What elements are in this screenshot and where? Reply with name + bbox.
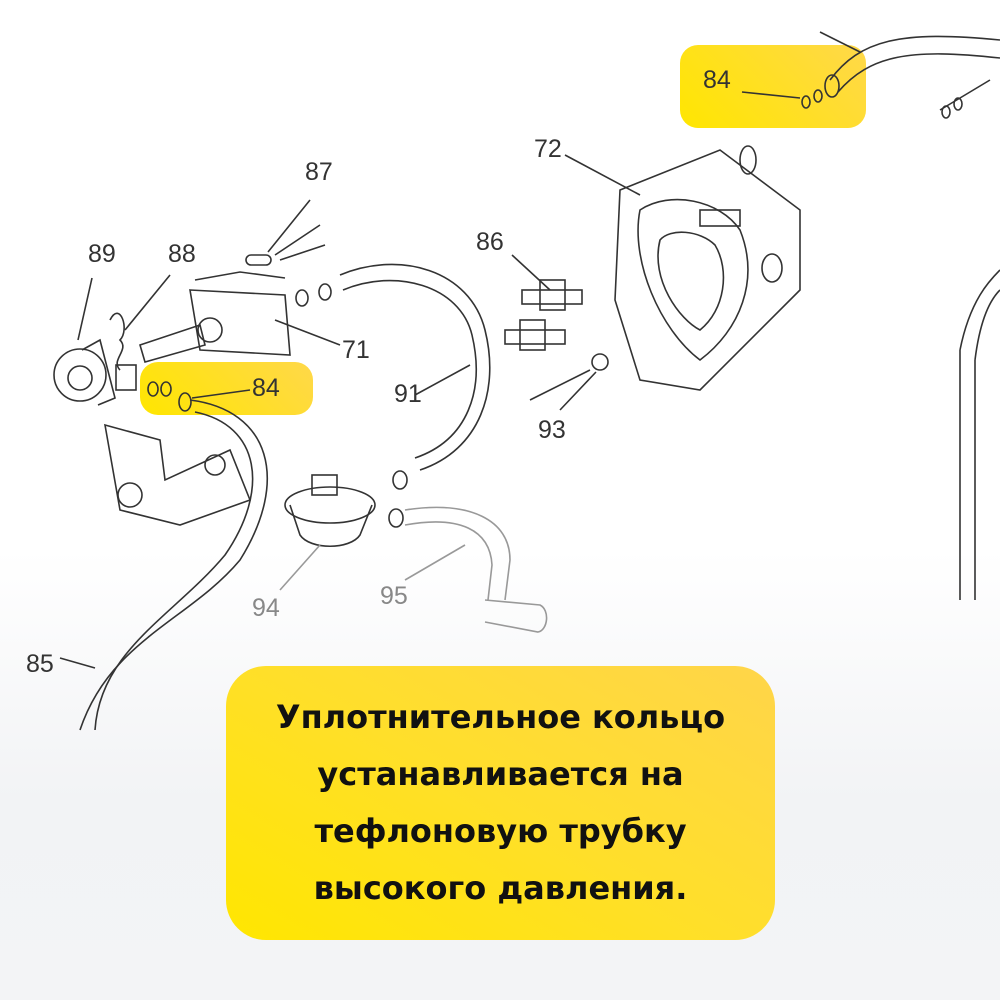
label-84-left: 84: [252, 374, 280, 402]
part-71-pump: [139, 271, 341, 363]
pump-bracket: [103, 423, 252, 526]
caption-line: тефлоновую трубку: [314, 812, 687, 850]
part-89-flowmeter: [53, 277, 137, 406]
seal-rings-84-left: [147, 381, 251, 412]
highlight-part-84-top: [680, 45, 866, 128]
label-84-top: 84: [703, 66, 731, 94]
caption-line: устанавливается на: [317, 755, 684, 793]
label-91: 91: [394, 380, 422, 408]
label-72: 72: [534, 135, 562, 163]
caption-line: Уплотнительное кольцо: [275, 698, 726, 736]
label-71: 71: [342, 336, 370, 364]
label-85: 85: [26, 650, 54, 678]
label-93: 93: [538, 416, 566, 444]
label-95: 95: [380, 582, 408, 610]
part-94-sensor: [279, 470, 408, 591]
part-91-tube: [339, 263, 491, 471]
part-72-boiler-plate: [564, 145, 1000, 600]
part-93-nipple: [529, 353, 609, 411]
teflon-tube-top: [741, 31, 1000, 119]
part-88-clip: [109, 274, 171, 371]
label-87: 87: [305, 158, 333, 186]
label-88: 88: [168, 240, 196, 268]
caption-box: Уплотнительное кольцо устанавливается на…: [226, 666, 775, 940]
label-86: 86: [476, 228, 504, 256]
part-85-tube: [59, 399, 269, 731]
label-89: 89: [88, 240, 116, 268]
label-94: 94: [252, 594, 280, 622]
caption-line: высокого давления.: [313, 869, 688, 907]
part-95-tube: [404, 506, 548, 633]
part-86-valves: [504, 254, 583, 351]
part-87-coupling: [245, 199, 326, 266]
highlight-part-84-left: [140, 362, 313, 415]
